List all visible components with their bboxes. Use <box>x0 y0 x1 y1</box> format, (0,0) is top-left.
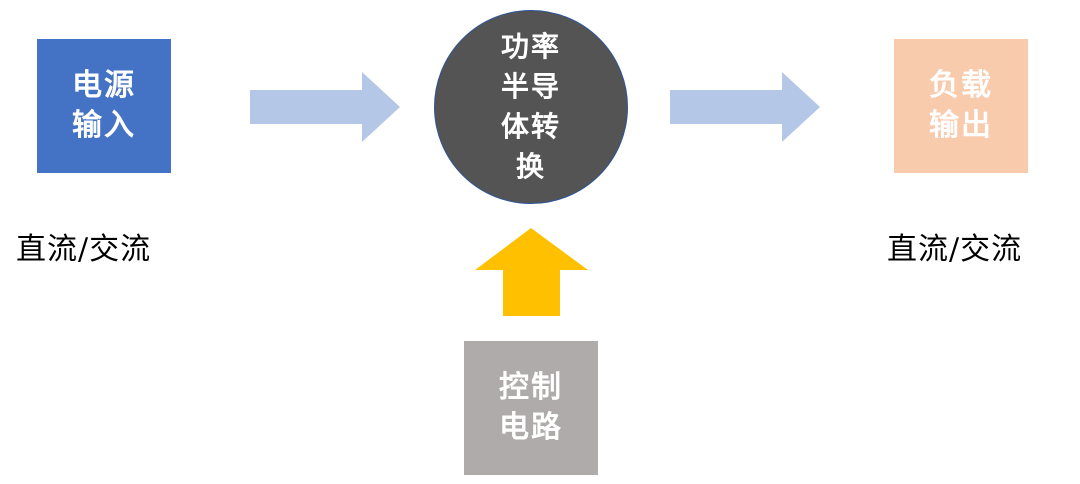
converter-line4: 换 <box>515 150 546 183</box>
converter-line2: 半导 <box>500 70 561 103</box>
converter-line1: 功率 <box>500 30 561 63</box>
output-type-label: 直流/交流 <box>887 232 1023 267</box>
load-output-line2: 输出 <box>929 108 993 143</box>
power-input-box: 电源 输入 <box>37 39 171 173</box>
control-circuit-line2: 电路 <box>499 410 563 445</box>
power-input-line2: 输入 <box>72 108 136 143</box>
control-arrow-up <box>475 228 588 316</box>
control-circuit-line1: 控制 <box>499 370 563 405</box>
load-output-line1: 负载 <box>929 68 993 103</box>
converter-line3: 体转 <box>500 110 561 143</box>
input-type-label: 直流/交流 <box>16 232 152 267</box>
load-output-box: 负载 输出 <box>894 39 1028 173</box>
flow-arrow-right-2 <box>670 72 820 142</box>
control-circuit-box: 控制 电路 <box>464 341 598 475</box>
power-input-line1: 电源 <box>72 68 136 103</box>
power-semiconductor-converter: 功率 半导 体转 换 <box>434 10 628 204</box>
flow-arrow-right-1 <box>250 72 400 142</box>
